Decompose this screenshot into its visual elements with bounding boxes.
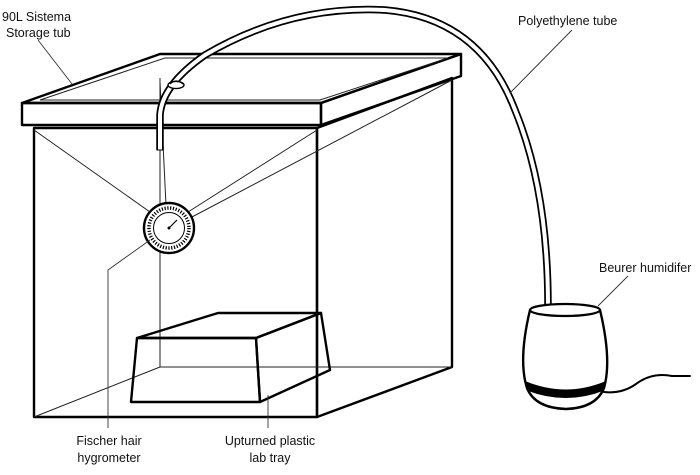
labels: 90L Sistema Storage tub Polyethylene tub… [2,10,691,465]
tub-right-face [315,76,454,419]
lid-right-edge [319,52,463,127]
storage-tub [32,76,454,419]
label-storage-tub-line2: Storage tub [6,26,71,40]
leader-lines [37,29,629,428]
tray-front [129,336,262,404]
tub-back-diagonal-edge [33,366,161,418]
lid-inner-rim [39,57,449,101]
label-hygrometer-line2: hygrometer [77,451,140,465]
hygrometer-needle [168,219,178,229]
leader-storage-tub [37,39,73,85]
hygrometer-pivot [167,226,171,230]
tub-lid [20,52,463,127]
label-storage-tub-line1: 90L Sistema [2,10,71,24]
leader-tube [509,29,573,94]
lid-top [20,52,463,105]
humidifier-band [525,381,606,398]
label-tray-line2: lab tray [250,451,292,465]
tub-front-face [32,126,319,419]
humidifier-cable [603,374,691,394]
tube-inner-fill [158,7,550,307]
lid-front-edge [20,101,323,127]
hygrometer [142,201,196,255]
polyethylene-tube [156,5,552,307]
humidifier [521,302,691,411]
label-tray-line1: Upturned plastic [225,434,315,448]
label-tube: Polyethylene tube [518,14,617,28]
lab-tray [129,311,332,404]
label-hygrometer-line1: Fischer hair [76,434,141,448]
humidifier-top [528,302,602,318]
hygrometer-bezel [147,206,191,250]
tray-top [135,311,323,340]
label-humidifier: Beurer humidifer [599,261,691,275]
leader-hygrometer [107,239,151,428]
tray-side [254,311,332,404]
humidifier-body [521,308,609,411]
leader-humidifier [597,275,629,307]
